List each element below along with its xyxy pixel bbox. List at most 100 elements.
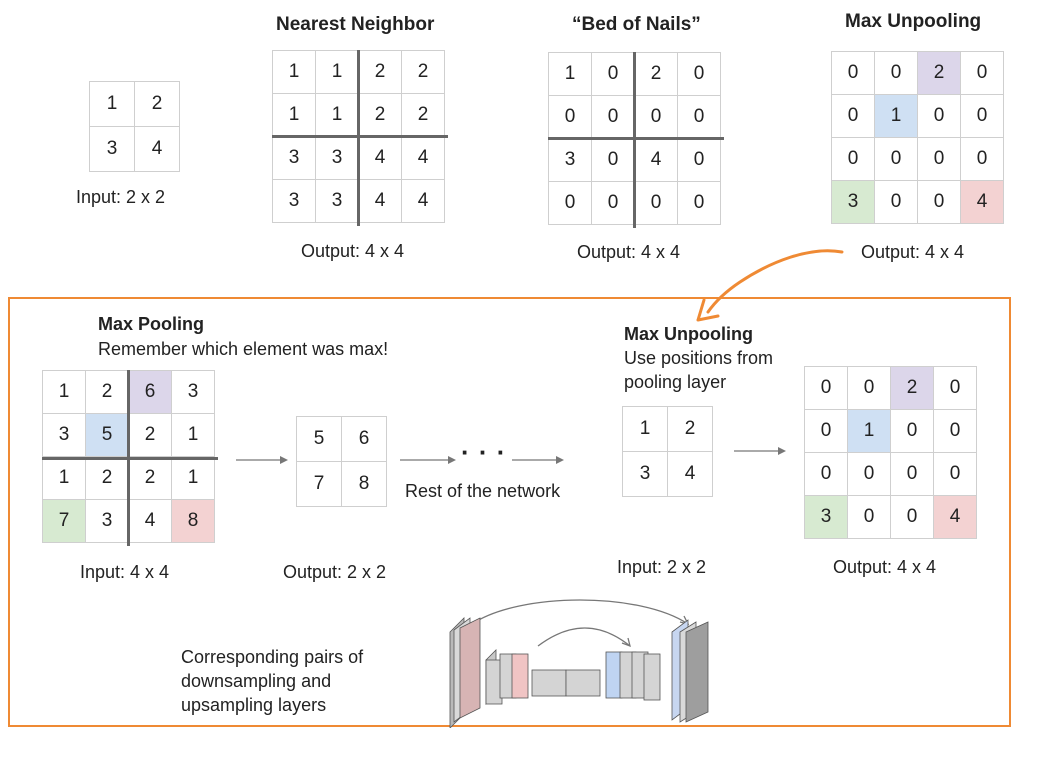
grid-cell: 1 bbox=[172, 414, 215, 457]
grid-cell: 7 bbox=[43, 500, 86, 543]
encoder-decoder-diagram bbox=[449, 599, 709, 728]
grid-cell: 2 bbox=[129, 414, 172, 457]
grid-cell: 0 bbox=[549, 182, 592, 225]
max-unpooling-subtitle-1: Use positions from bbox=[624, 348, 774, 368]
grid-cell: 0 bbox=[678, 182, 721, 225]
max-pooling-caption: Input: 4 x 4 bbox=[80, 562, 170, 582]
grid-cell: 2 bbox=[359, 94, 402, 137]
grid-cell: 0 bbox=[875, 52, 918, 95]
grid-cell: 3 bbox=[316, 180, 359, 223]
max-pooling-title: Max Pooling bbox=[98, 314, 205, 334]
grid-cell: 0 bbox=[891, 410, 934, 453]
grid-cell: 0 bbox=[934, 410, 977, 453]
grid-cell: 0 bbox=[832, 95, 875, 138]
arrow-right-icon bbox=[236, 456, 288, 464]
grid-cell: 2 bbox=[668, 407, 713, 452]
grid-cell: 0 bbox=[592, 182, 635, 225]
pairs-label-line-2: downsampling and bbox=[181, 671, 332, 691]
grid-cell: 3 bbox=[832, 181, 875, 224]
nearest-neighbor-title: Nearest Neighbor bbox=[276, 14, 435, 35]
grid-cell: 0 bbox=[875, 138, 918, 181]
bed-of-nails-title: “Bed of Nails” bbox=[572, 14, 701, 35]
grid-cell: 0 bbox=[918, 181, 961, 224]
grid-cell: 3 bbox=[90, 127, 135, 172]
grid-cell: 4 bbox=[961, 181, 1004, 224]
grid-cell: 8 bbox=[342, 462, 387, 507]
grid-cell: 0 bbox=[848, 496, 891, 539]
grid-cell: 2 bbox=[86, 457, 129, 500]
grid-cell: 0 bbox=[934, 453, 977, 496]
bottom-frame bbox=[8, 297, 1011, 727]
bed-divider-h bbox=[548, 137, 724, 140]
grid-cell: 1 bbox=[90, 82, 135, 127]
grid-cell: 2 bbox=[891, 367, 934, 410]
grid-cell: 0 bbox=[805, 410, 848, 453]
grid-cell: 7 bbox=[297, 462, 342, 507]
pairs-label-line-1: Corresponding pairs of bbox=[181, 647, 364, 667]
grid-cell: 4 bbox=[934, 496, 977, 539]
grid-cell: 1 bbox=[172, 457, 215, 500]
grid-cell: 4 bbox=[129, 500, 172, 543]
grid-cell: 8 bbox=[172, 500, 215, 543]
grid-cell: 4 bbox=[668, 452, 713, 497]
grid-cell: 2 bbox=[402, 94, 445, 137]
grid-cell: 0 bbox=[635, 96, 678, 139]
grid-cell: 2 bbox=[129, 457, 172, 500]
max-unpooling-bottom-title: Max Unpooling bbox=[624, 324, 753, 344]
grid-cell: 0 bbox=[961, 52, 1004, 95]
grid-cell: 0 bbox=[832, 52, 875, 95]
grid-cell: 1 bbox=[623, 407, 668, 452]
grid-cell: 2 bbox=[86, 371, 129, 414]
grid-cell: 0 bbox=[592, 96, 635, 139]
grid-cell: 0 bbox=[918, 138, 961, 181]
grid-cell: 0 bbox=[832, 138, 875, 181]
grid-cell: 2 bbox=[635, 53, 678, 96]
grid-cell: 0 bbox=[891, 496, 934, 539]
grid-cell: 0 bbox=[848, 367, 891, 410]
grid-cell: 5 bbox=[297, 417, 342, 462]
grid-cell: 0 bbox=[961, 95, 1004, 138]
grid-cell: 0 bbox=[635, 182, 678, 225]
rest-of-network-label: Rest of the network bbox=[405, 481, 561, 501]
grid-cell: 4 bbox=[635, 139, 678, 182]
grid-cell: 3 bbox=[172, 371, 215, 414]
max-unpooling-top-caption: Output: 4 x 4 bbox=[861, 242, 965, 262]
nearest-divider-h bbox=[272, 135, 448, 138]
grid-cell: 2 bbox=[135, 82, 180, 127]
grid-cell: 0 bbox=[678, 96, 721, 139]
bed-of-nails-caption: Output: 4 x 4 bbox=[577, 242, 681, 262]
grid-cell: 3 bbox=[273, 180, 316, 223]
grid-cell: 3 bbox=[273, 137, 316, 180]
grid-cell: 2 bbox=[402, 51, 445, 94]
grid-cell: 4 bbox=[359, 180, 402, 223]
curved-arrow-icon bbox=[696, 249, 844, 322]
ellipsis-dots: · · · bbox=[461, 437, 507, 467]
grid-cell: 1 bbox=[316, 51, 359, 94]
grid-cell: 1 bbox=[848, 410, 891, 453]
grid-cell: 0 bbox=[678, 53, 721, 96]
maxpool-divider-h bbox=[42, 457, 218, 460]
grid-cell: 2 bbox=[359, 51, 402, 94]
grid-cell: 0 bbox=[961, 138, 1004, 181]
grid-cell: 0 bbox=[875, 181, 918, 224]
pairs-label-line-3: upsampling layers bbox=[181, 695, 327, 715]
arrow-right-icon bbox=[512, 456, 564, 464]
grid-cell: 5 bbox=[86, 414, 129, 457]
grid-cell: 1 bbox=[43, 457, 86, 500]
grid-cell: 0 bbox=[934, 367, 977, 410]
top-input-caption: Input: 2 x 2 bbox=[76, 187, 166, 207]
max-pooling-subtitle: Remember which element was max! bbox=[98, 339, 389, 359]
grid-cell: 0 bbox=[918, 95, 961, 138]
grid-cell: 1 bbox=[316, 94, 359, 137]
grid-cell: 3 bbox=[43, 414, 86, 457]
grid-cell: 1 bbox=[273, 51, 316, 94]
nearest-divider-v bbox=[357, 50, 360, 226]
grid-cell: 1 bbox=[273, 94, 316, 137]
grid-cell: 3 bbox=[316, 137, 359, 180]
grid-cell: 0 bbox=[805, 453, 848, 496]
